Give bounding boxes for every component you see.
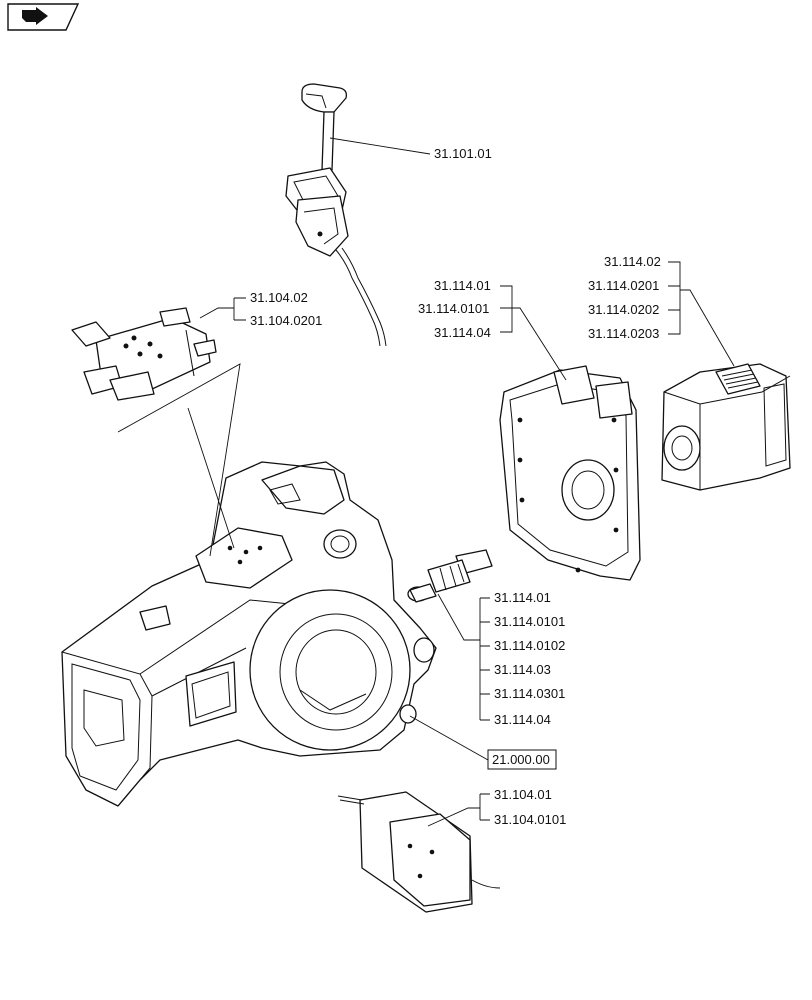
position-sensor-drawing bbox=[337, 791, 501, 913]
ref-shaft-5[interactable]: 31.114.0301 bbox=[494, 686, 565, 701]
ref-shaft-3[interactable]: 31.114.0102 bbox=[494, 638, 565, 653]
ref-housing-1[interactable]: 21.000.00 bbox=[492, 752, 550, 767]
leader-lines bbox=[117, 137, 735, 827]
control-lever-drawing bbox=[285, 83, 387, 347]
ref-group-lever: 31.101.01 bbox=[434, 146, 492, 161]
page-navigation-icon[interactable] bbox=[7, 3, 80, 31]
ref-group-sensor: 31.104.01 31.104.0101 bbox=[494, 787, 566, 827]
ref-cover-1[interactable]: 31.114.01 bbox=[434, 278, 491, 293]
ref-cover-3[interactable]: 31.114.04 bbox=[434, 325, 491, 340]
ref-block-3[interactable]: 31.114.0202 bbox=[588, 302, 659, 317]
pto-shaft-drawing bbox=[407, 549, 493, 603]
ref-valve-1[interactable]: 31.104.02 bbox=[250, 290, 308, 305]
ref-sensor-1[interactable]: 31.104.01 bbox=[494, 787, 552, 802]
ref-block-2[interactable]: 31.114.0201 bbox=[588, 278, 659, 293]
ref-valve-2[interactable]: 31.104.0201 bbox=[250, 313, 322, 328]
ref-group-cover: 31.114.01 31.114.0101 31.114.04 bbox=[418, 278, 491, 340]
ref-group-housing: 21.000.00 bbox=[487, 749, 557, 770]
ref-shaft-2[interactable]: 31.114.0101 bbox=[494, 614, 565, 629]
ref-lever-1[interactable]: 31.101.01 bbox=[434, 146, 492, 161]
ref-block-4[interactable]: 31.114.0203 bbox=[588, 326, 659, 341]
ref-group-block: 31.114.02 31.114.0201 31.114.0202 31.114… bbox=[588, 254, 661, 341]
ref-shaft-4[interactable]: 31.114.03 bbox=[494, 662, 551, 677]
ref-block-1[interactable]: 31.114.02 bbox=[604, 254, 661, 269]
transmission-housing-drawing bbox=[61, 461, 437, 807]
pto-block-drawing bbox=[661, 363, 791, 491]
ref-shaft-6[interactable]: 31.114.04 bbox=[494, 712, 551, 727]
ref-cover-2[interactable]: 31.114.0101 bbox=[418, 301, 489, 316]
control-valve-drawing bbox=[71, 307, 217, 401]
ref-sensor-2[interactable]: 31.104.0101 bbox=[494, 812, 566, 827]
ref-group-shaft: 31.114.01 31.114.0101 31.114.0102 31.114… bbox=[494, 590, 565, 727]
ref-shaft-1[interactable]: 31.114.01 bbox=[494, 590, 551, 605]
housing-ref-box bbox=[487, 749, 557, 770]
ref-group-valve: 31.104.02 31.104.0201 bbox=[250, 290, 322, 328]
rear-cover-drawing bbox=[499, 365, 641, 581]
